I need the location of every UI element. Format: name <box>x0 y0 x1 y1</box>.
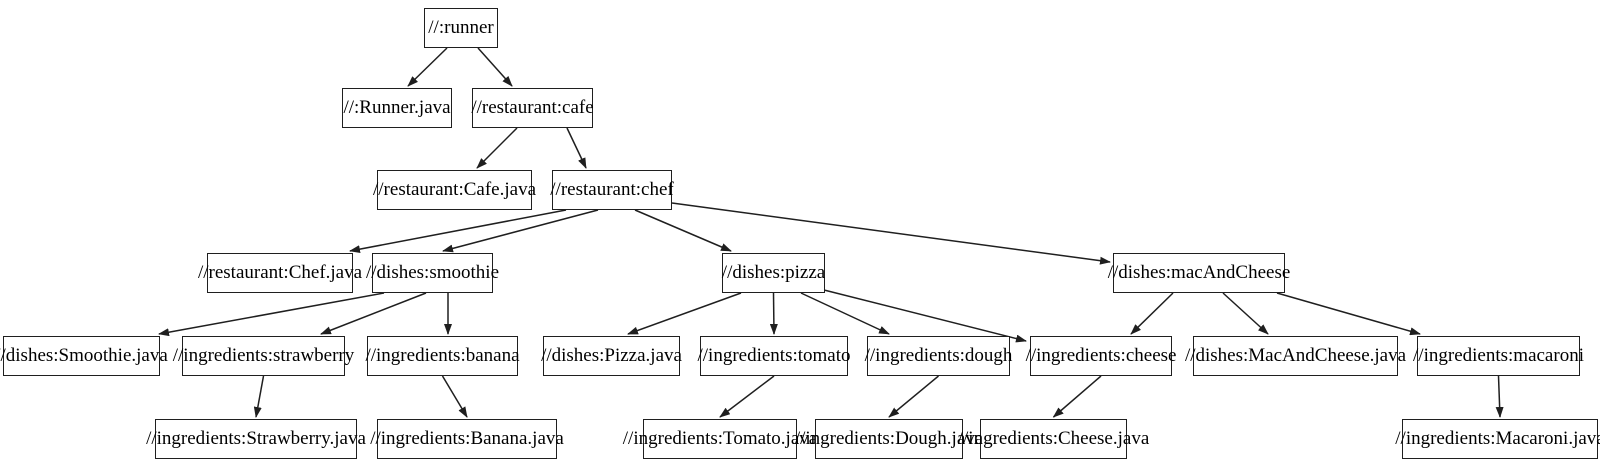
graph-node-label: //dishes:MacAndCheese.java <box>1184 345 1407 366</box>
graph-node-label: //:Runner.java <box>343 97 451 118</box>
graph-node-label: //dishes:smoothie <box>366 262 499 283</box>
graph-node-dough: //ingredients:dough <box>865 336 1012 376</box>
graph-node-label: //ingredients:tomato <box>697 345 851 366</box>
graph-edge-cheese-cheese_java <box>1052 375 1102 418</box>
graph-edge-smoothie-strawberry <box>320 292 427 335</box>
graph-edge-chef-mac_and_cheese <box>671 202 1111 265</box>
graph-node-label: //ingredients:dough <box>864 345 1013 366</box>
graph-node-pizza: //dishes:pizza <box>722 253 825 293</box>
graph-node-label: //dishes:pizza <box>721 262 826 283</box>
graph-node-smoothie: //dishes:smoothie <box>366 253 499 293</box>
graph-node-label: //ingredients:strawberry <box>172 345 355 366</box>
graph-node-label: //ingredients:Strawberry.java <box>146 428 366 449</box>
graph-edge-tomato-tomato_java <box>719 375 775 418</box>
graph-node-label: //dishes:Smoothie.java <box>0 345 168 366</box>
graph-node-label: //ingredients:Macaroni.java <box>1395 428 1600 449</box>
graph-node-runner: //:runner <box>424 8 498 48</box>
graph-edge-runner-cafe <box>477 47 513 87</box>
graph-edge-pizza-tomato <box>769 292 778 335</box>
graph-edge-pizza-dough <box>800 292 890 335</box>
graph-node-chef: //restaurant:chef <box>550 170 674 210</box>
graph-edge-runner-runner_java <box>407 47 448 87</box>
graph-node-label: //ingredients:Banana.java <box>370 428 564 449</box>
graph-node-pizza_java: //dishes:Pizza.java <box>541 336 682 376</box>
graph-node-label: //ingredients:macaroni <box>1413 345 1584 366</box>
graph-node-banana_java: //ingredients:Banana.java <box>370 419 564 459</box>
graph-edge-pizza-cheese <box>823 289 1027 343</box>
graph-edge-chef-pizza <box>634 209 732 252</box>
graph-node-strawberry: //ingredients:strawberry <box>173 336 354 376</box>
graph-edge-dough-dough_java <box>888 375 939 418</box>
graph-node-macaroni: //ingredients:macaroni <box>1413 336 1584 376</box>
graph-node-cheese: //ingredients:cheese <box>1026 336 1176 376</box>
graph-edge-smoothie-smoothie_java <box>158 292 385 337</box>
graph-node-label: //restaurant:Chef.java <box>197 262 363 283</box>
graph-node-label: //ingredients:banana <box>365 345 520 366</box>
graph-node-label: //ingredients:Cheese.java <box>957 428 1150 449</box>
graph-node-banana: //ingredients:banana <box>365 336 520 376</box>
graph-node-label: //dishes:macAndCheese <box>1107 262 1291 283</box>
graph-edge-cafe-cafe_java <box>476 127 518 169</box>
graph-node-label: //ingredients:Dough.java <box>794 428 984 449</box>
graph-node-label: //restaurant:cafe <box>471 97 594 118</box>
graph-edge-banana-banana_java <box>441 375 468 418</box>
graph-node-cheese_java: //ingredients:Cheese.java <box>958 419 1149 459</box>
graph-node-label: //restaurant:chef <box>550 179 674 200</box>
graph-node-mac_and_cheese: //dishes:macAndCheese <box>1108 253 1290 293</box>
graph-edge-strawberry-strawberry_java <box>253 375 265 418</box>
graph-edge-mac_and_cheese-mac_and_cheese_java <box>1222 292 1269 335</box>
graph-node-label: //:runner <box>428 17 494 38</box>
graph-edge-chef-chef_java <box>349 209 567 254</box>
graph-edge-cafe-chef <box>566 127 587 169</box>
graph-edge-chef-smoothie <box>442 209 599 253</box>
graph-edge-mac_and_cheese-macaroni <box>1276 292 1421 336</box>
graph-node-cafe: //restaurant:cafe <box>471 88 594 128</box>
graph-node-dough_java: //ingredients:Dough.java <box>795 419 983 459</box>
graph-edge-macaroni-macaroni_java <box>1495 375 1504 418</box>
graph-node-label: //ingredients:cheese <box>1025 345 1177 366</box>
graph-node-mac_and_cheese_java: //dishes:MacAndCheese.java <box>1185 336 1406 376</box>
graph-node-tomato_java: //ingredients:Tomato.java <box>623 419 817 459</box>
graph-node-tomato: //ingredients:tomato <box>697 336 851 376</box>
graph-node-label: //ingredients:Tomato.java <box>622 428 818 449</box>
graph-node-smoothie_java: //dishes:Smoothie.java <box>0 336 168 376</box>
graph-node-strawberry_java: //ingredients:Strawberry.java <box>146 419 366 459</box>
graph-node-macaroni_java: //ingredients:Macaroni.java <box>1395 419 1600 459</box>
graph-node-label: //restaurant:Cafe.java <box>373 179 537 200</box>
graph-node-runner_java: //:Runner.java <box>342 88 452 128</box>
graph-node-label: //dishes:Pizza.java <box>541 345 682 366</box>
graph-edge-pizza-pizza_java <box>627 292 742 335</box>
graph-edge-mac_and_cheese-cheese <box>1130 292 1174 335</box>
graph-node-chef_java: //restaurant:Chef.java <box>198 253 362 293</box>
graph-node-cafe_java: //restaurant:Cafe.java <box>373 170 536 210</box>
